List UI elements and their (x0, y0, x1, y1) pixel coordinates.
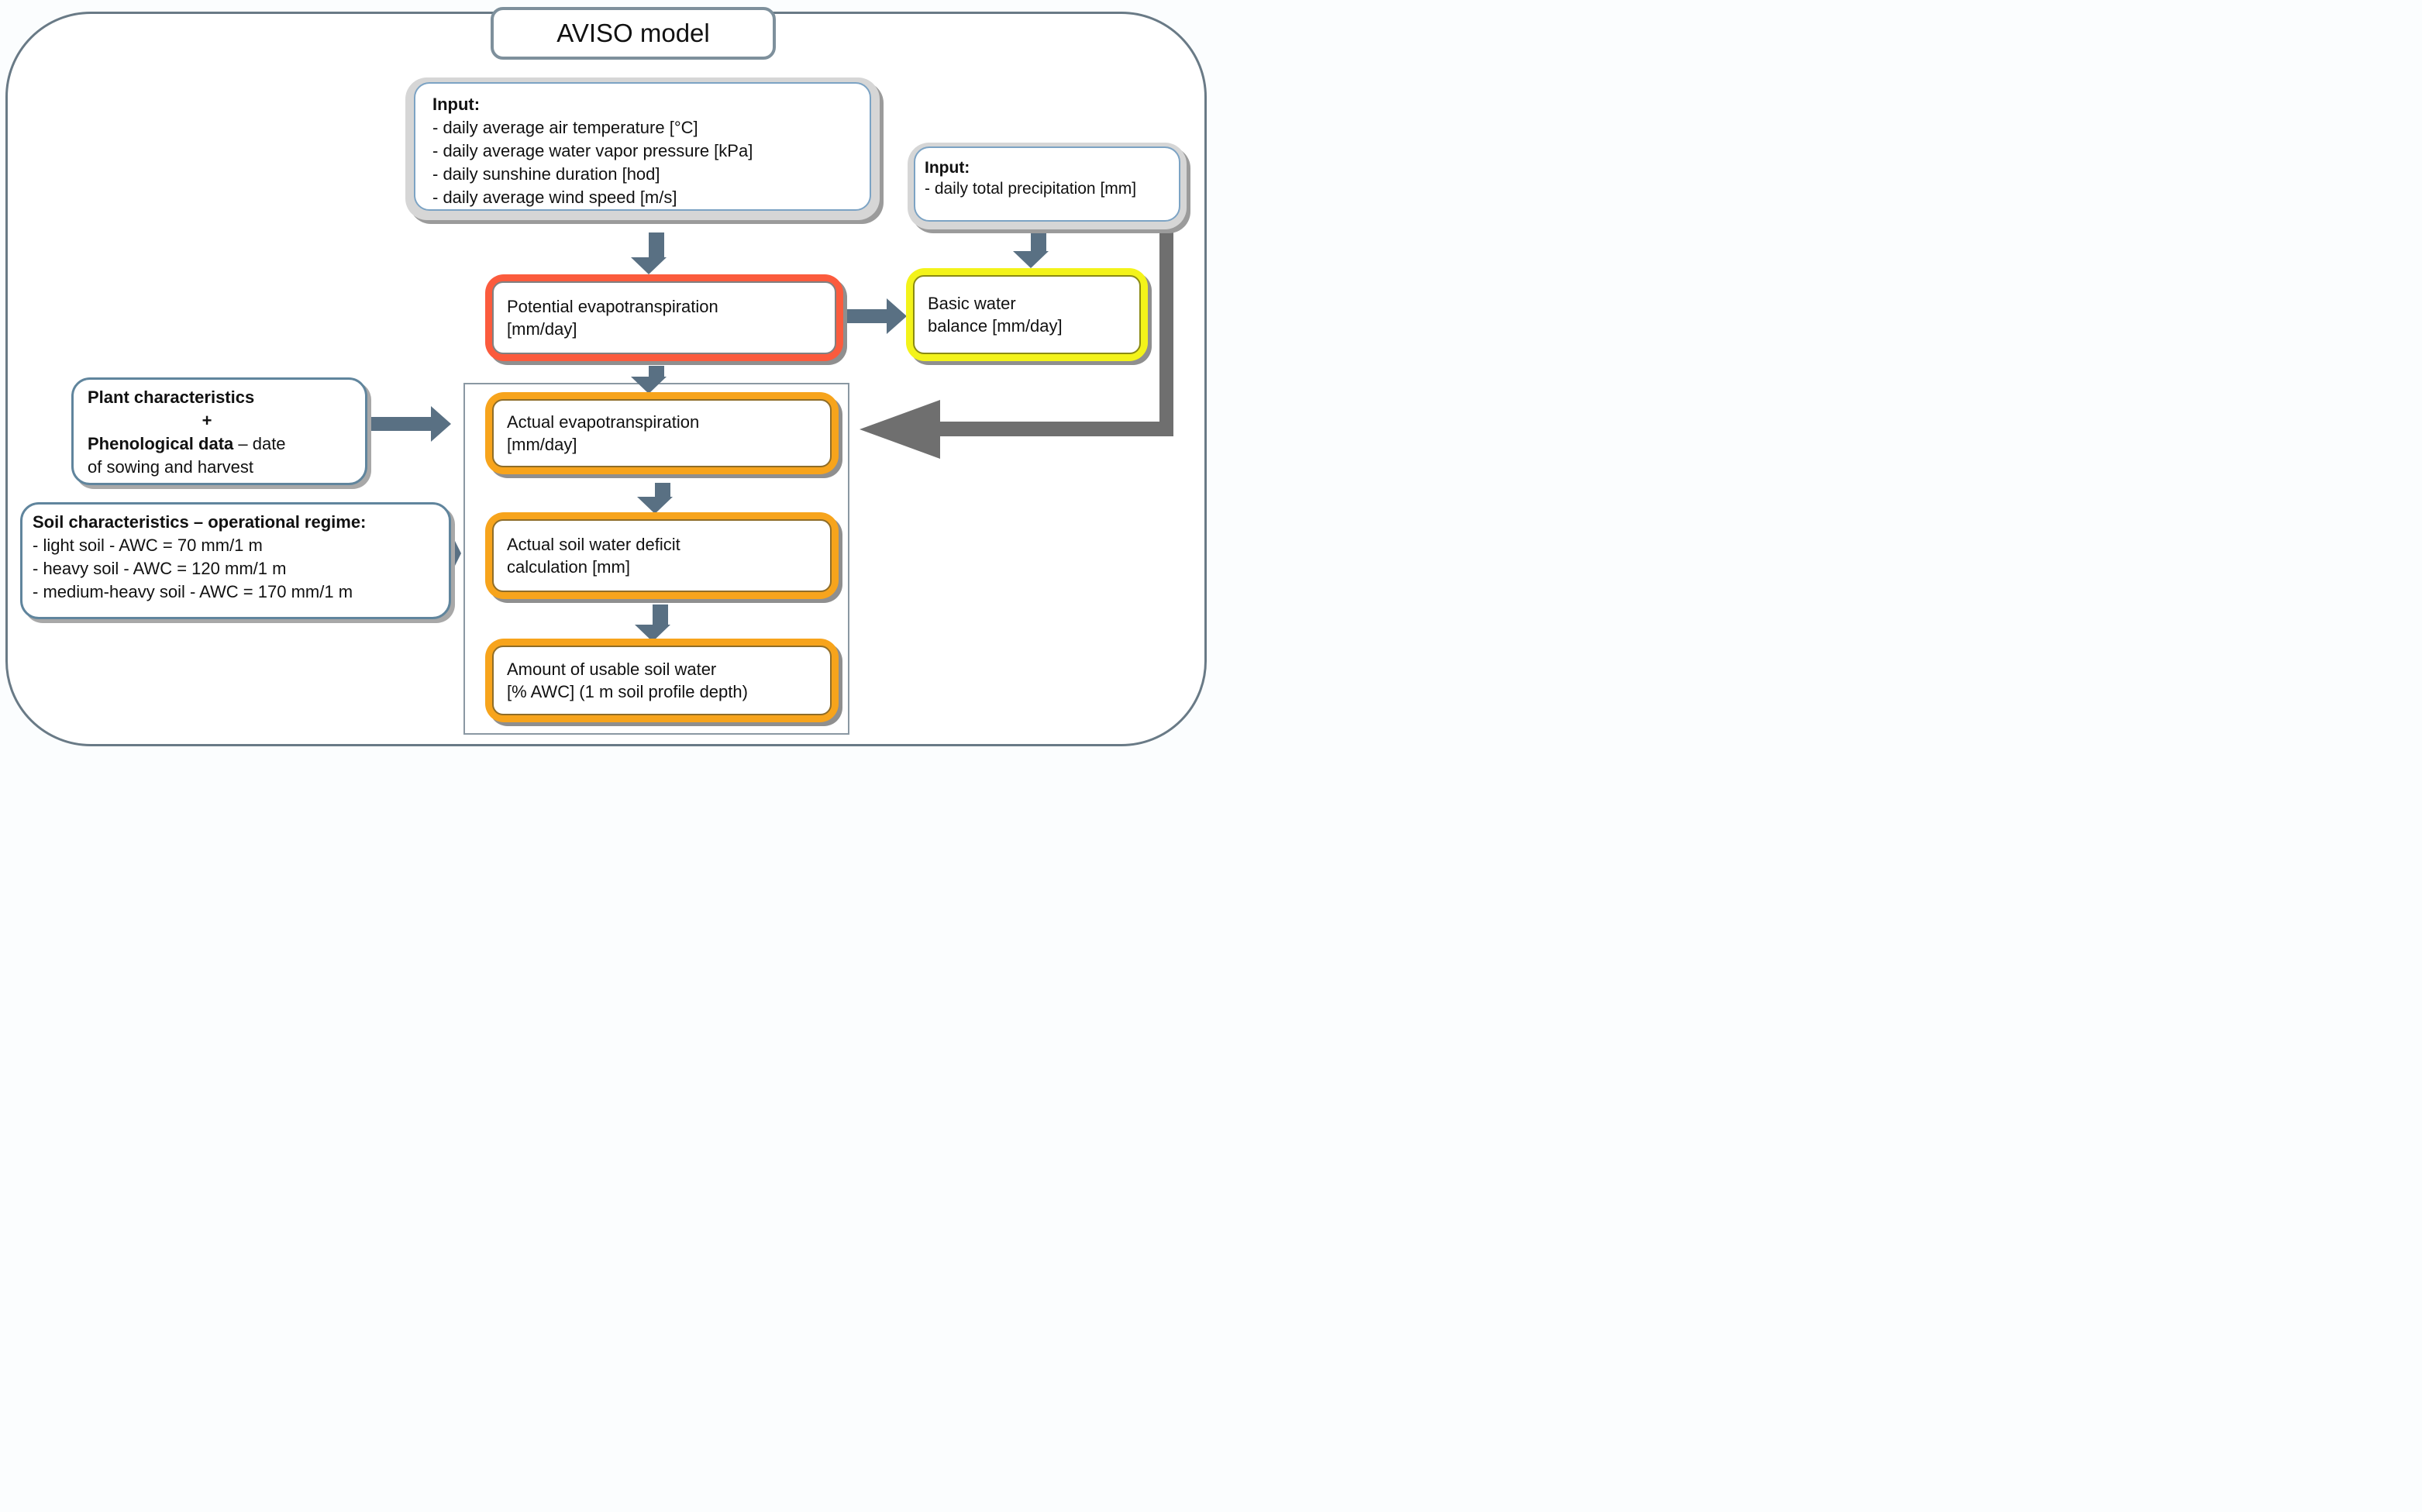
actual-et-line: [mm/day] (507, 435, 577, 454)
soil-item: - heavy soil - AWC = 120 mm/1 m (33, 559, 287, 578)
diagram-title: AVISO model (556, 19, 710, 47)
arrow-plant-to-container-head (431, 406, 453, 442)
precip-input-box: Input: - daily total precipitation [mm] (908, 143, 1187, 229)
title-box: AVISO model (491, 7, 776, 60)
arrow-actual-et-to-deficit-head (637, 497, 673, 516)
arrow-precip-to-balance-shaft (1031, 232, 1046, 251)
soil-heading: Soil characteristics – operational regim… (33, 512, 367, 532)
usable-soil-water-line: [% AWC] (1 m soil profile depth) (507, 682, 748, 701)
arrow-soil-to-container-shaft (448, 546, 455, 560)
plant-plus: + (202, 411, 212, 430)
plant-line3: Phenological data – date (88, 434, 286, 453)
plant-line1: Plant characteristics (88, 387, 255, 407)
aviso-model-diagram: AVISO model Input: - daily average air t… (0, 0, 1211, 756)
connector-precip-head (857, 400, 940, 459)
connector-precip-vertical (1159, 229, 1173, 436)
arrow-actual-et-to-deficit-shaft (655, 483, 670, 497)
soil-water-deficit-line: calculation [mm] (507, 557, 630, 577)
plant-line4: of sowing and harvest (88, 457, 254, 477)
precip-input-inner: Input: - daily total precipitation [mm] (914, 146, 1180, 222)
arrow-plant-to-container-shaft (363, 417, 431, 431)
arrow-potential-et-to-balance-head (887, 298, 909, 334)
arrow-deficit-to-usable-head (635, 625, 670, 644)
soil-item: - light soil - AWC = 70 mm/1 m (33, 536, 263, 555)
arrow-potential-to-actual-et-head (631, 377, 667, 396)
precip-input-item: - daily total precipitation [mm] (925, 180, 1137, 198)
arrow-deficit-to-usable-shaft (653, 604, 668, 625)
meteo-input-heading: Input: (432, 95, 481, 114)
arrow-meteo-to-potential-et-shaft (649, 232, 664, 257)
arrow-meteo-to-potential-et-head (631, 257, 667, 277)
usable-soil-water-line: Amount of usable soil water (507, 660, 717, 679)
actual-et-box: Actual evapotranspiration [mm/day] (485, 392, 839, 474)
soil-item: - medium-heavy soil - AWC = 170 mm/1 m (33, 582, 353, 601)
arrow-potential-et-to-balance-shaft (846, 309, 887, 323)
meteo-input-item: - daily average air temperature [°C] (432, 118, 698, 137)
potential-et-box: Potential evapotranspiration [mm/day] (485, 274, 843, 361)
arrow-potential-to-actual-et-shaft (649, 366, 664, 377)
soil-water-deficit-box: Actual soil water deficit calculation [m… (485, 512, 839, 599)
soil-water-deficit-line: Actual soil water deficit (507, 535, 680, 554)
potential-et-line: Potential evapotranspiration (507, 297, 718, 316)
potential-et-line: [mm/day] (507, 319, 577, 339)
basic-water-balance-line: balance [mm/day] (928, 316, 1063, 336)
meteo-input-item: - daily sunshine duration [hod] (432, 164, 660, 184)
arrow-precip-to-balance-head (1013, 251, 1049, 270)
connector-precip-horizontal (938, 422, 1173, 436)
meteo-input-inner: Input: - daily average air temperature [… (414, 82, 871, 211)
soil-characteristics-box: Soil characteristics – operational regim… (20, 502, 451, 619)
basic-water-balance-box: Basic water balance [mm/day] (906, 268, 1148, 361)
basic-water-balance-line: Basic water (928, 294, 1016, 313)
meteo-input-item: - daily average wind speed [m/s] (432, 188, 677, 207)
precip-input-heading: Input: (925, 159, 970, 177)
meteo-input-box: Input: - daily average air temperature [… (405, 77, 880, 220)
plant-characteristics-box: Plant characteristics + Phenological dat… (71, 377, 367, 485)
meteo-input-item: - daily average water vapor pressure [kP… (432, 141, 753, 160)
actual-et-line: Actual evapotranspiration (507, 412, 700, 432)
usable-soil-water-box: Amount of usable soil water [% AWC] (1 m… (485, 639, 839, 722)
arrow-soil-to-container-head (455, 541, 463, 566)
